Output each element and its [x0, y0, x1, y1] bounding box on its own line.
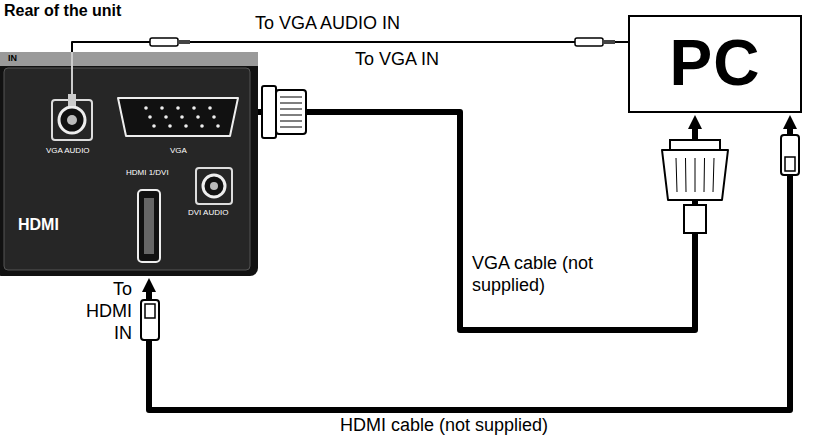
audio-plug: [68, 94, 76, 106]
rear-panel: Rear of the unitINVGA AUDIOVGAHDMI 1/DVI…: [0, 52, 258, 276]
vga-plug: [262, 86, 276, 138]
cable-label: To VGA AUDIO IN: [255, 12, 400, 34]
panel-band: [0, 52, 258, 66]
node-title: PC: [670, 27, 761, 101]
jack-label: IN: [8, 53, 17, 63]
vga-plug: [276, 90, 306, 134]
vga-plug: [670, 140, 720, 150]
vga-plug: [662, 150, 728, 200]
jack-label: DVI AUDIO: [188, 208, 228, 217]
jack-label: VGA AUDIO: [46, 146, 90, 155]
port-callout: To HDMI IN: [72, 278, 132, 344]
audio-wire: [71, 52, 73, 100]
ferrite-core: [684, 205, 706, 233]
vga-plug-grip: [280, 97, 302, 127]
audio-plug: [178, 40, 190, 44]
dvi-audio-jack: [203, 175, 225, 197]
panel-frame: [0, 52, 258, 276]
panel-face: [4, 68, 250, 270]
dvi-audio-jack: [210, 182, 218, 190]
cable-label: HDMI cable (not supplied): [340, 414, 548, 436]
hdmi-port: [144, 198, 154, 254]
vga-cable: [258, 112, 695, 330]
port-label: HDMI 1/DVI: [126, 168, 169, 177]
dvi-audio-jack: [196, 168, 232, 204]
hdmi-logo: HDMI: [18, 216, 59, 234]
port-label: VGA: [170, 146, 187, 155]
vga-pins: [144, 106, 220, 128]
hdmi-plug: [145, 304, 155, 318]
audio-plug: [575, 38, 603, 46]
audio-plug: [150, 38, 178, 46]
pc-box: PC: [628, 15, 802, 113]
vga-audio-jack: [59, 107, 85, 133]
hdmi-cable: [149, 128, 790, 410]
hdmi-plug: [141, 300, 159, 340]
panel-heading: Rear of the unit: [4, 2, 121, 20]
audio-plug: [603, 40, 615, 44]
hdmi-plug: [781, 135, 799, 175]
port-callout: To VGA IN: [355, 48, 439, 70]
hdmi-port: [138, 190, 160, 262]
vga-plug-grip: [676, 158, 714, 192]
vga-port: [118, 98, 238, 136]
cable-label: VGA cable (not supplied): [472, 252, 622, 296]
vga-audio-jack: [67, 115, 77, 125]
hdmi-plug: [785, 157, 795, 171]
